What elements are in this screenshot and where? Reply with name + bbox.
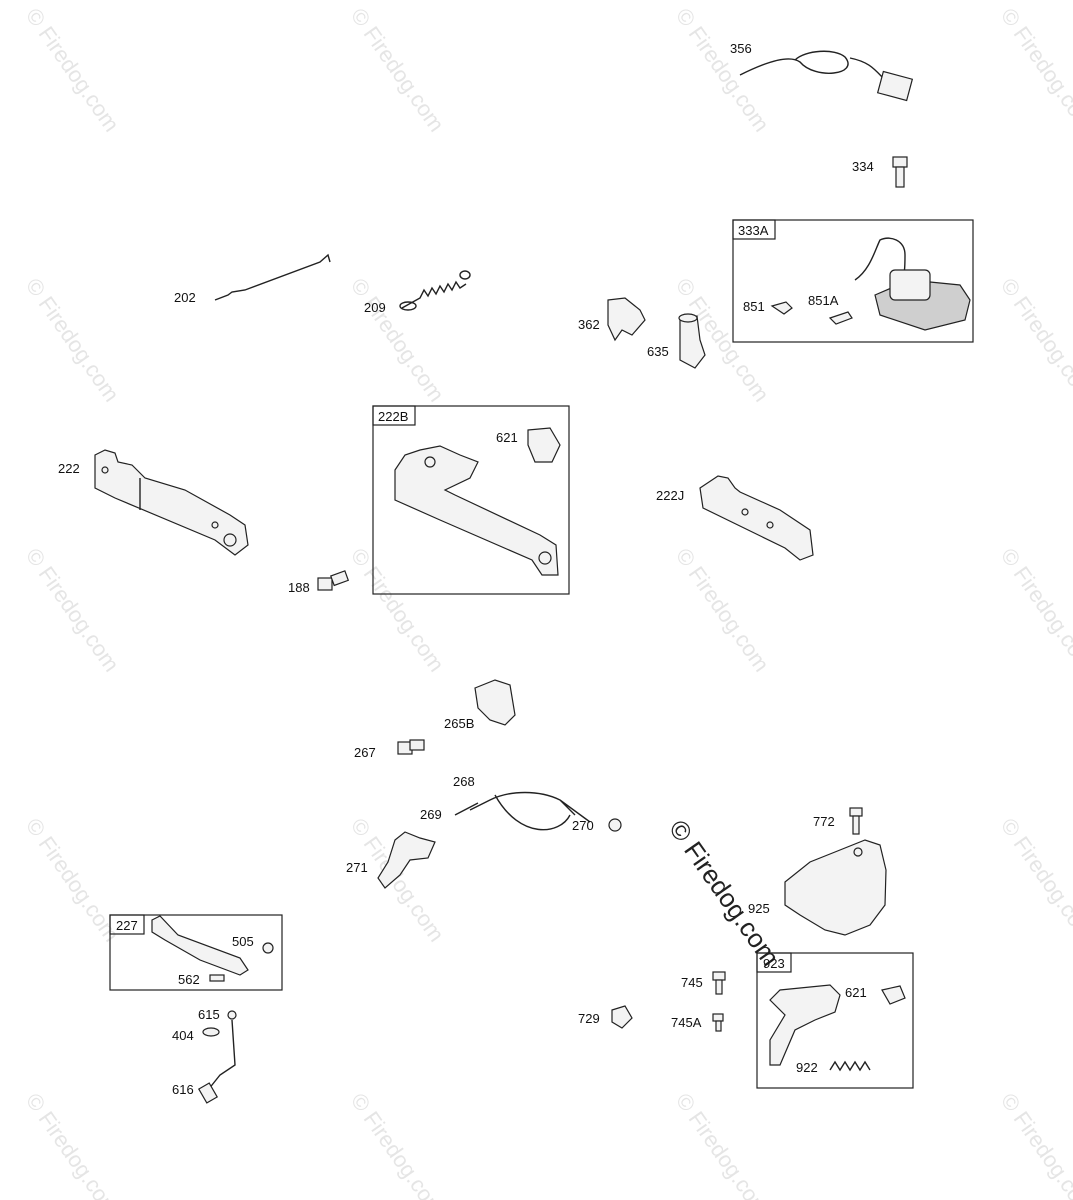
part-265B-cable-clamp[interactable]: 265B (444, 679, 516, 731)
part-615-washer[interactable]: 615 (198, 1007, 237, 1022)
part-label-745: 745 (681, 975, 703, 990)
watermark: © Firedog.com (996, 1089, 1073, 1200)
part-label-562: 562 (178, 972, 200, 987)
watermark: © Firedog.com (21, 274, 124, 407)
part-label-334: 334 (852, 159, 874, 174)
watermark: © Firedog.com (346, 4, 449, 137)
part-label-925: 925 (748, 901, 770, 916)
part-202-governor-link[interactable]: 202 (174, 253, 331, 305)
part-label-851A: 851A (808, 293, 839, 308)
part-222B-bracket-kit[interactable]: 222B 621 (372, 405, 570, 595)
part-333A-ignition-armature-kit[interactable]: 333A 851 851A (732, 219, 974, 343)
part-729-clip[interactable]: 729 (578, 1005, 633, 1029)
part-209-governor-spring[interactable]: 209 (364, 270, 471, 315)
part-label-616: 616 (172, 1082, 194, 1097)
watermark: © Firedog.com (21, 814, 124, 947)
part-745-screw[interactable]: 745 (681, 971, 726, 995)
part-label-851: 851 (743, 299, 765, 314)
part-label-621-b: 621 (845, 985, 867, 1000)
part-label-269: 269 (420, 807, 442, 822)
part-356-wire-harness[interactable]: 356 (730, 41, 914, 102)
part-222J-control-bracket[interactable]: 222J (656, 475, 814, 561)
watermark: © Firedog.com (996, 814, 1073, 947)
part-188-screw[interactable]: 188 (288, 570, 350, 595)
watermark: © Firedog.com (671, 1089, 774, 1200)
part-label-267: 267 (354, 745, 376, 760)
part-334-screw[interactable]: 334 (852, 156, 908, 188)
part-label-621: 621 (496, 430, 518, 445)
part-label-202: 202 (174, 290, 196, 305)
part-label-222B: 222B (378, 409, 408, 424)
watermark: © Firedog.com (21, 4, 124, 137)
part-label-268: 268 (453, 774, 475, 789)
part-362-spark-plug-boot[interactable]: 362 (578, 297, 646, 342)
part-267-screw[interactable]: 267 (354, 739, 425, 760)
part-label-265B: 265B (444, 716, 474, 731)
watermark: © Firedog.com (996, 4, 1073, 137)
watermark: © Firedog.com (21, 544, 124, 677)
part-label-270: 270 (572, 818, 594, 833)
part-923-governor-kit[interactable]: 923 621 922 (756, 952, 914, 1089)
part-label-188: 188 (288, 580, 310, 595)
watermark: © Firedog.com (21, 1089, 124, 1200)
watermark: © Firedog.com (346, 544, 449, 677)
watermark: © Firedog.com (671, 4, 774, 137)
part-222-control-bracket[interactable]: 222 (58, 449, 249, 556)
part-label-505: 505 (232, 934, 254, 949)
part-label-635: 635 (647, 344, 669, 359)
part-745A-screw[interactable]: 745A (671, 1013, 724, 1032)
part-label-271: 271 (346, 860, 368, 875)
part-269-cable-end[interactable]: 269 (420, 802, 479, 822)
part-label-772: 772 (813, 814, 835, 829)
part-616-control-rod[interactable]: 616 (172, 1019, 236, 1104)
part-label-222: 222 (58, 461, 80, 476)
part-label-923: 923 (763, 956, 785, 971)
part-label-227: 227 (116, 918, 138, 933)
part-270-nut[interactable]: 270 (572, 818, 622, 833)
watermark: © Firedog.com (996, 274, 1073, 407)
part-925-cover[interactable]: 925 (748, 839, 887, 936)
part-label-222J: 222J (656, 488, 684, 503)
watermark: © Firedog.com (996, 544, 1073, 677)
part-268-control-cable[interactable]: 268 (453, 774, 591, 831)
part-label-615: 615 (198, 1007, 220, 1022)
part-label-209: 209 (364, 300, 386, 315)
part-label-745A: 745A (671, 1015, 702, 1030)
part-271-control-lever[interactable]: 271 (346, 831, 436, 889)
part-label-356: 356 (730, 41, 752, 56)
watermark: © Firedog.com (346, 814, 449, 947)
center-watermark: © Firedog.com (663, 814, 786, 971)
watermark: © Firedog.com (671, 544, 774, 677)
watermark-grid: © Firedog.com © Firedog.com © Firedog.co… (21, 4, 1073, 1200)
part-635-spark-plug-cover[interactable]: 635 (647, 313, 706, 369)
part-label-362: 362 (578, 317, 600, 332)
part-227-lever-kit[interactable]: 227 505 562 (109, 914, 283, 991)
part-label-922: 922 (796, 1060, 818, 1075)
watermark: © Firedog.com (346, 1089, 449, 1200)
part-404-washer[interactable]: 404 (172, 1027, 220, 1043)
part-label-729: 729 (578, 1011, 600, 1026)
part-label-333A: 333A (738, 223, 769, 238)
part-label-404: 404 (172, 1028, 194, 1043)
watermark: © Firedog.com (346, 274, 449, 407)
part-772-screw[interactable]: 772 (813, 807, 863, 835)
